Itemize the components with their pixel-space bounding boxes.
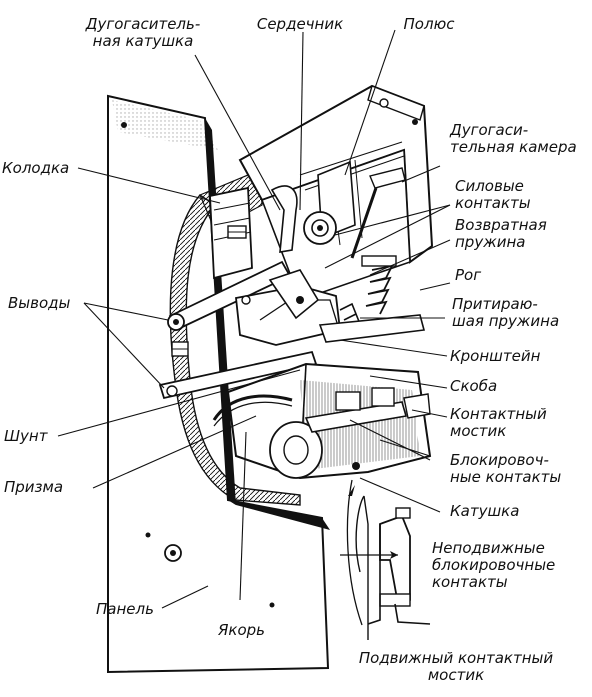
terminal-block — [209, 186, 253, 280]
label-movable-contact-bridge: Подвижный контактный мостик — [358, 649, 554, 684]
label-fixed-interlock-contacts: Неподвижные блокировочные контакты — [432, 539, 556, 591]
horn-icon — [369, 167, 406, 189]
screw-icon — [269, 602, 275, 608]
label-block: Колодка — [2, 159, 70, 177]
label-coil: Катушка — [450, 502, 520, 520]
pole-and-core — [270, 160, 406, 259]
label-return-spring: Возвратная пружина — [455, 216, 547, 251]
armature — [235, 269, 341, 346]
screw-icon — [379, 98, 389, 108]
label-lapping-spring: Притираю- шая пружина — [452, 295, 560, 330]
label-panel: Панель — [96, 600, 154, 618]
terminals — [158, 260, 318, 400]
shunt — [212, 394, 293, 427]
label-armature: Якорь — [218, 621, 266, 639]
label-power-contacts: Силовые контакты — [455, 177, 531, 212]
label-clip: Скоба — [450, 377, 498, 395]
screw-icon — [121, 122, 127, 128]
label-pole: Полюс — [403, 15, 455, 33]
label-shunt: Шунт — [4, 427, 48, 445]
label-arc-coil: Дугогаситель- ная катушка — [85, 15, 201, 50]
label-contact-bridge: Контактный мостик — [450, 405, 547, 440]
leader-lines — [57, 29, 451, 609]
label-bracket: Кронштейн — [450, 347, 541, 365]
interlock-contacts-inset — [340, 479, 431, 640]
screw-icon — [412, 119, 418, 125]
label-core: Сердечник — [256, 15, 344, 33]
return-spring — [361, 255, 397, 315]
label-terminals: Выводы — [8, 294, 71, 312]
bolt-icon — [164, 544, 182, 562]
label-interlock-contacts: Блокировоч- ные контакты — [450, 451, 562, 486]
bolt-icon — [171, 341, 189, 357]
label-arc-chamber: Дугогаси- тельная камера — [450, 121, 577, 156]
label-prism: Призма — [4, 478, 64, 496]
label-horn: Рог — [455, 266, 482, 284]
screw-icon — [227, 225, 247, 239]
screw-icon — [145, 532, 151, 538]
terminal-lug-icon — [166, 385, 178, 397]
